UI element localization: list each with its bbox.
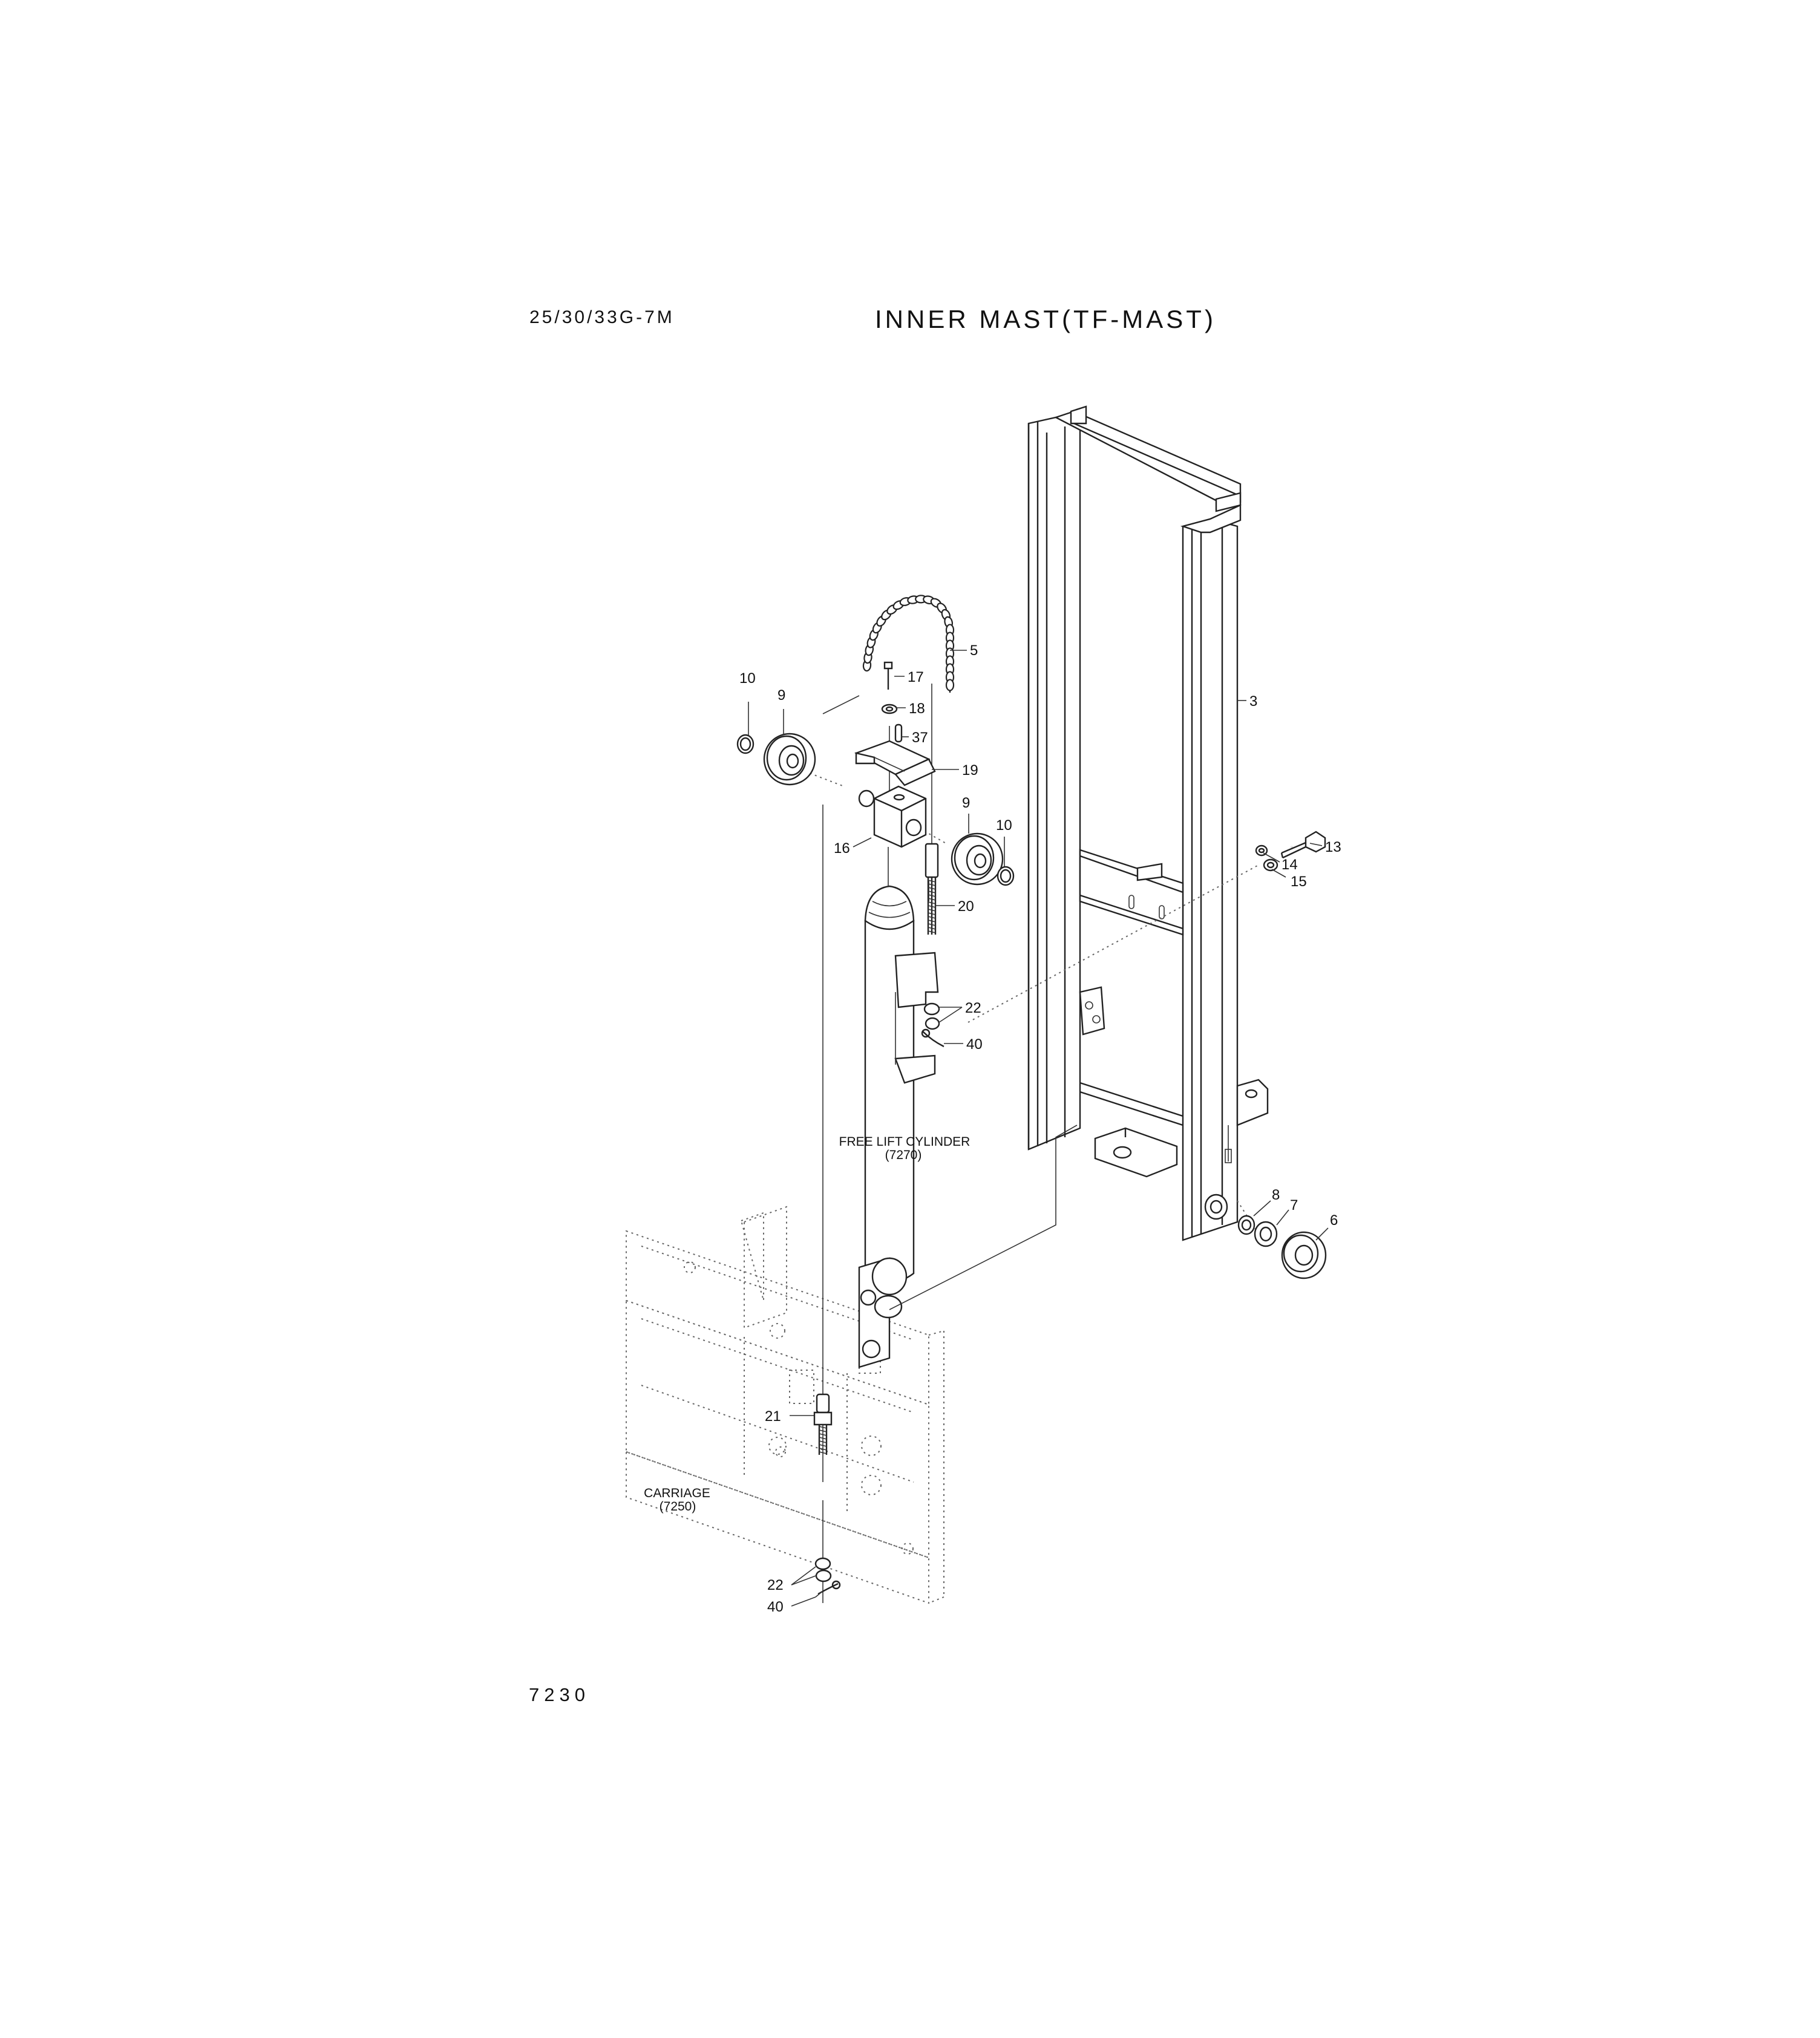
thread-mark xyxy=(819,1433,827,1436)
page-number: 7230 xyxy=(529,1684,590,1705)
thread-mark xyxy=(819,1440,827,1443)
callout-3: 3 xyxy=(1249,693,1257,710)
thread-mark xyxy=(928,919,936,923)
thread-mark xyxy=(928,923,936,926)
callout-18: 18 xyxy=(909,701,925,717)
assembly-lines xyxy=(804,684,1259,1603)
callout-22-lower: 22 xyxy=(767,1577,784,1593)
callout-40-lower: 40 xyxy=(767,1599,784,1615)
callout-8: 8 xyxy=(1272,1187,1280,1203)
bearing-set xyxy=(1237,1215,1327,1279)
callout-10-right: 10 xyxy=(996,817,1012,834)
thread-mark xyxy=(928,894,936,897)
thread-mark xyxy=(928,927,936,930)
thread-mark xyxy=(928,909,936,912)
callout-17: 17 xyxy=(908,669,924,685)
thread-mark xyxy=(928,883,936,886)
thread-mark xyxy=(928,890,936,893)
cylinder-reference-name: FREE LIFT CYLINDER xyxy=(839,1135,971,1149)
carriage-outline xyxy=(626,1206,944,1604)
thread-mark xyxy=(928,901,936,904)
callout-13: 13 xyxy=(1325,839,1341,855)
stud-bolt-lower xyxy=(813,1393,841,1598)
thread-mark xyxy=(819,1437,827,1440)
carriage-reference-name: CARRIAGE xyxy=(644,1486,710,1500)
callout-40-upper: 40 xyxy=(966,1036,983,1053)
reference-labels: FREE LIFT CYLINDER (7270) CARRIAGE (7250… xyxy=(644,1135,970,1514)
thread-mark xyxy=(928,930,936,933)
thread-mark xyxy=(928,905,936,908)
roller-left-assembly xyxy=(736,733,816,786)
thread-mark xyxy=(819,1426,827,1429)
lift-chain xyxy=(862,595,955,693)
bolt-washer-set xyxy=(1255,831,1326,872)
callout-labels: 5 3 17 18 37 19 16 20 22 40 10 9 9 10 13… xyxy=(739,642,1341,1615)
thread-mark xyxy=(819,1429,827,1432)
cylinder-reference-code: (7270) xyxy=(885,1148,922,1162)
thread-mark xyxy=(928,916,936,919)
callout-9-left: 9 xyxy=(777,687,785,704)
callout-5: 5 xyxy=(970,642,978,659)
callout-37: 37 xyxy=(912,730,928,746)
thread-mark xyxy=(928,880,936,883)
callout-7: 7 xyxy=(1290,1197,1298,1213)
carriage-reference-code: (7250) xyxy=(660,1500,696,1514)
free-lift-cylinder xyxy=(858,885,939,1368)
thread-mark xyxy=(819,1444,827,1447)
callout-6: 6 xyxy=(1330,1212,1338,1229)
chain-link xyxy=(945,679,955,691)
page-title: INNER MAST(TF-MAST) xyxy=(875,305,1216,333)
roller-right-assembly xyxy=(951,832,1015,886)
thread-mark xyxy=(928,898,936,901)
callout-16: 16 xyxy=(834,840,850,857)
thread-mark xyxy=(819,1448,827,1451)
callout-14: 14 xyxy=(1282,857,1298,873)
callout-15: 15 xyxy=(1291,874,1307,890)
thread-mark xyxy=(819,1451,827,1454)
callout-20: 20 xyxy=(958,898,974,915)
callout-22-upper: 22 xyxy=(965,1000,981,1016)
inner-mast-frame xyxy=(1027,405,1269,1241)
model-number: 25/30/33G-7M xyxy=(529,307,675,327)
callout-21: 21 xyxy=(765,1408,781,1425)
callout-leaders xyxy=(748,650,1329,1607)
thread-mark xyxy=(928,887,936,890)
callout-10-left: 10 xyxy=(739,670,756,687)
callout-9-right: 9 xyxy=(962,795,970,811)
thread-mark xyxy=(928,912,936,915)
callout-19: 19 xyxy=(962,762,978,779)
chain-anchor-parts xyxy=(854,661,944,1048)
